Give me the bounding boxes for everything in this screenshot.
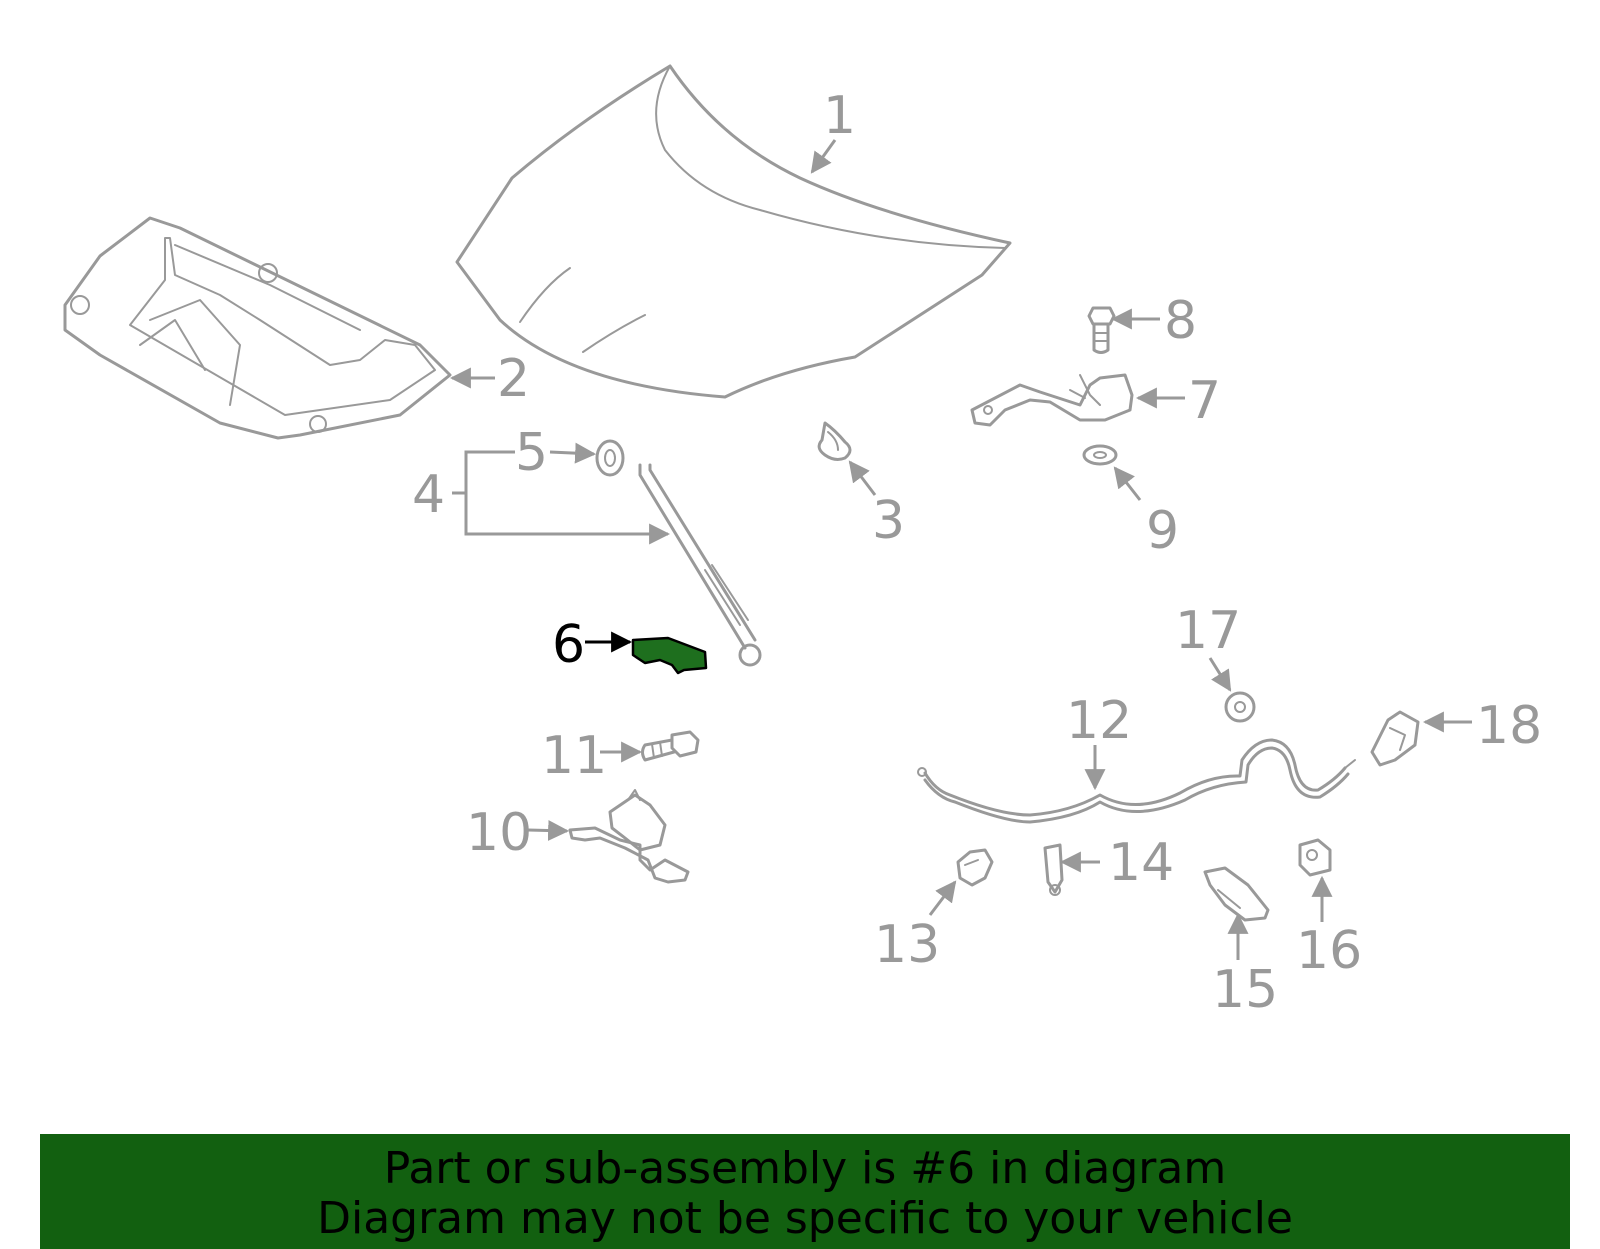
label-3: 3 <box>872 491 905 551</box>
leader-9 <box>1113 466 1142 501</box>
clip-part-13 <box>956 848 994 887</box>
washer-part-9 <box>1082 444 1118 466</box>
leader-17 <box>1208 657 1232 692</box>
leader-13 <box>928 880 957 916</box>
clip-part-14 <box>1043 843 1064 896</box>
label-9: 9 <box>1146 501 1179 561</box>
leader-5 <box>549 442 597 464</box>
label-15: 15 <box>1212 960 1278 1020</box>
release-handle-part <box>1203 866 1270 922</box>
hood-insulator-part <box>63 216 452 440</box>
label-4: 4 <box>412 465 445 525</box>
label-18: 18 <box>1476 696 1542 756</box>
banner-line-1: Part or sub-assembly is #6 in diagram <box>383 1143 1227 1194</box>
hood-support-rod-part <box>638 463 762 667</box>
bracket-4 <box>464 450 671 545</box>
label-6: 6 <box>552 615 585 675</box>
clip-part-16 <box>1298 838 1332 877</box>
hood-hinge-part <box>970 373 1134 427</box>
leader-1 <box>810 139 837 174</box>
label-2: 2 <box>497 349 530 409</box>
hood-latch-part <box>568 789 690 884</box>
banner-line-2: Diagram may not be specific to your vehi… <box>317 1193 1293 1244</box>
label-12: 12 <box>1066 691 1132 751</box>
clip-part-3 <box>817 421 852 461</box>
label-10: 10 <box>466 803 532 863</box>
label-5: 5 <box>515 423 548 483</box>
leader-10 <box>527 820 570 842</box>
label-13: 13 <box>874 915 940 975</box>
bolt-part-11 <box>641 730 700 762</box>
label-11: 11 <box>541 726 607 786</box>
latch-release-part <box>1370 710 1420 767</box>
highlighted-bracket-part-6 <box>631 636 708 675</box>
label-8: 8 <box>1164 291 1197 351</box>
label-1: 1 <box>823 86 856 146</box>
grommet-part-17 <box>1224 691 1256 723</box>
bolt-part-8 <box>1087 306 1116 354</box>
label-7: 7 <box>1188 371 1221 431</box>
info-banner: Part or sub-assembly is #6 in diagram Di… <box>40 1134 1570 1249</box>
label-16: 16 <box>1296 921 1362 981</box>
release-cable-part <box>917 738 1356 824</box>
hood-part <box>455 64 1012 399</box>
grommet-part-5 <box>595 439 625 477</box>
label-17: 17 <box>1175 601 1241 661</box>
leader-3 <box>848 460 877 496</box>
label-14: 14 <box>1108 833 1174 893</box>
